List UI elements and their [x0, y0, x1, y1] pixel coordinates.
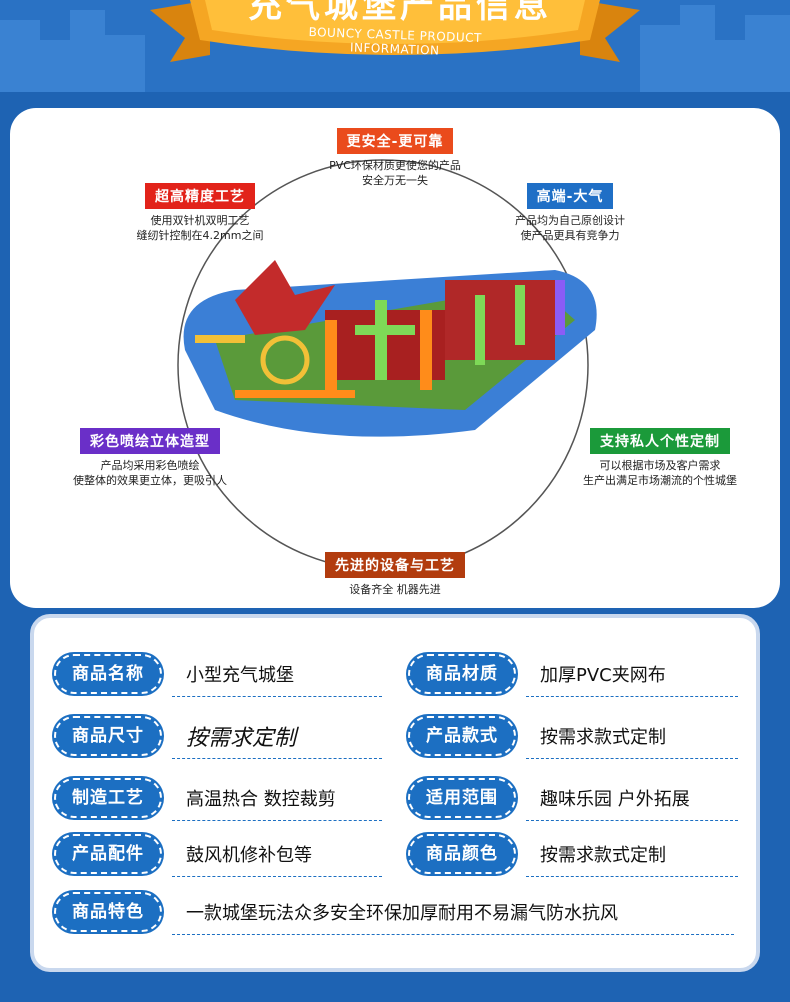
bouncy-castle-illustration: [183, 260, 597, 437]
feature-tag: 先进的设备与工艺: [325, 552, 465, 578]
page-title: 充气城堡产品信息: [248, 0, 552, 26]
feature-tag: 支持私人个性定制: [590, 428, 730, 454]
feature-tag: 高端-大气: [526, 183, 614, 209]
spec-label: 商品特色: [54, 892, 162, 932]
feature-safety: 更安全-更可靠 PVC环保材质更使您的产品 安全万无一失: [300, 128, 490, 188]
header-banner: [150, 0, 640, 62]
spec-row-color: 商品颜色 按需求款式定制: [408, 834, 738, 880]
divider: [172, 934, 734, 935]
spec-label: 产品配件: [54, 834, 162, 874]
spec-label: 商品名称: [54, 654, 162, 694]
spec-row-process: 制造工艺 高温热合 数控裁剪: [54, 778, 384, 824]
divider: [526, 876, 738, 877]
spec-row-style: 产品款式 按需求款式定制: [408, 716, 738, 762]
feature-color-print: 彩色喷绘立体造型 产品均采用彩色喷绘 使整体的效果更立体，更吸引人: [55, 428, 245, 488]
spec-row-size: 商品尺寸 按需求定制: [54, 716, 384, 762]
spec-value: 按需求定制: [186, 726, 297, 751]
spec-value: 高温热合 数控裁剪: [186, 789, 336, 810]
feature-premium: 高端-大气 产品均为自己原创设计 使产品更具有竞争力: [480, 183, 660, 243]
feature-desc: 可以根据市场及客户需求 生产出满足市场潮流的个性城堡: [583, 459, 737, 487]
divider: [172, 876, 382, 877]
feature-equipment: 先进的设备与工艺 设备齐全 机器先进: [300, 552, 490, 597]
spec-label: 产品款式: [408, 716, 516, 756]
spec-value: 鼓风机修补包等: [186, 845, 312, 866]
spec-value: 一款城堡玩法众多安全环保加厚耐用不易漏气防水抗风: [186, 903, 618, 924]
spec-row-material: 商品材质 加厚PVC夹网布: [408, 654, 738, 700]
feature-tag: 彩色喷绘立体造型: [80, 428, 220, 454]
feature-desc: 产品均为自己原创设计 使产品更具有竞争力: [515, 214, 625, 242]
feature-customization: 支持私人个性定制 可以根据市场及客户需求 生产出满足市场潮流的个性城堡: [555, 428, 765, 488]
spec-value: 按需求款式定制: [540, 845, 666, 866]
divider: [172, 820, 382, 821]
divider: [526, 758, 738, 759]
divider: [526, 696, 738, 697]
spec-value: 加厚PVC夹网布: [540, 665, 666, 686]
spec-row-features: 商品特色 一款城堡玩法众多安全环保加厚耐用不易漏气防水抗风: [54, 892, 744, 938]
feature-desc: 产品均采用彩色喷绘 使整体的效果更立体，更吸引人: [73, 459, 227, 487]
spec-value: 趣味乐园 户外拓展: [540, 789, 690, 810]
feature-desc: 设备齐全 机器先进: [349, 583, 441, 596]
feature-desc: PVC环保材质更使您的产品 安全万无一失: [329, 159, 461, 187]
spec-row-name: 商品名称 小型充气城堡: [54, 654, 384, 700]
spec-value: 小型充气城堡: [186, 665, 294, 686]
divider: [526, 820, 738, 821]
spec-value: 按需求款式定制: [540, 727, 666, 748]
spec-label: 商品材质: [408, 654, 516, 694]
feature-desc: 使用双针机双明工艺 缝纫针控制在4.2mm之间: [136, 214, 264, 242]
feature-precision: 超高精度工艺 使用双针机双明工艺 缝纫针控制在4.2mm之间: [110, 183, 290, 243]
divider: [172, 696, 382, 697]
spec-row-accessories: 产品配件 鼓风机修补包等: [54, 834, 384, 880]
spec-row-usage: 适用范围 趣味乐园 户外拓展: [408, 778, 738, 824]
spec-label: 制造工艺: [54, 778, 162, 818]
feature-tag: 更安全-更可靠: [336, 128, 454, 154]
feature-tag: 超高精度工艺: [145, 183, 255, 209]
spec-label: 商品尺寸: [54, 716, 162, 756]
spec-label: 适用范围: [408, 778, 516, 818]
divider: [172, 758, 382, 759]
spec-label: 商品颜色: [408, 834, 516, 874]
